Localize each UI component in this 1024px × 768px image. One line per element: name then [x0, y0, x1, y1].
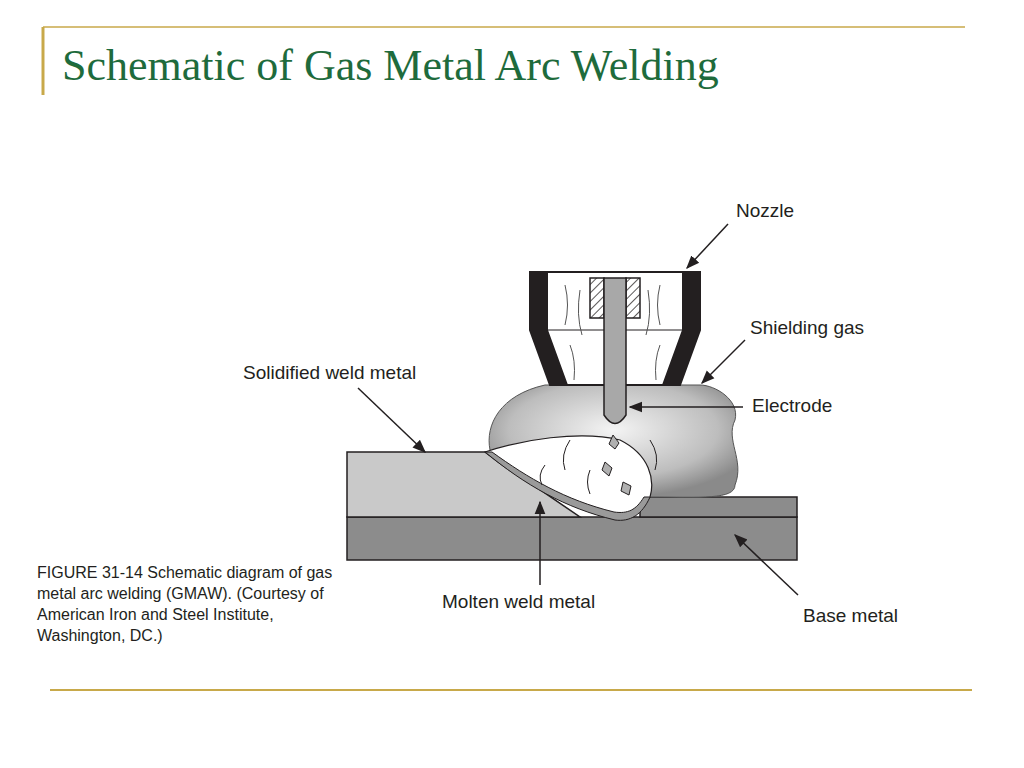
slide-title: Schematic of Gas Metal Arc Welding [62, 40, 719, 91]
part-label: Nozzle [736, 200, 794, 222]
leader-lines [358, 224, 798, 595]
weld-pool [485, 436, 652, 518]
molten-weld-metal [485, 452, 650, 520]
metal-droplets [602, 435, 631, 495]
figure-caption: FIGURE 31-14 Schematic diagram of gas me… [37, 562, 337, 646]
arc-streaks [540, 440, 657, 494]
part-label: Electrode [752, 395, 832, 417]
part-label: Shielding gas [750, 317, 864, 339]
part-label: Solidified weld metal [243, 362, 416, 384]
part-label: Molten weld metal [442, 591, 595, 613]
part-label: Base metal [803, 605, 898, 627]
electrode [604, 278, 626, 424]
